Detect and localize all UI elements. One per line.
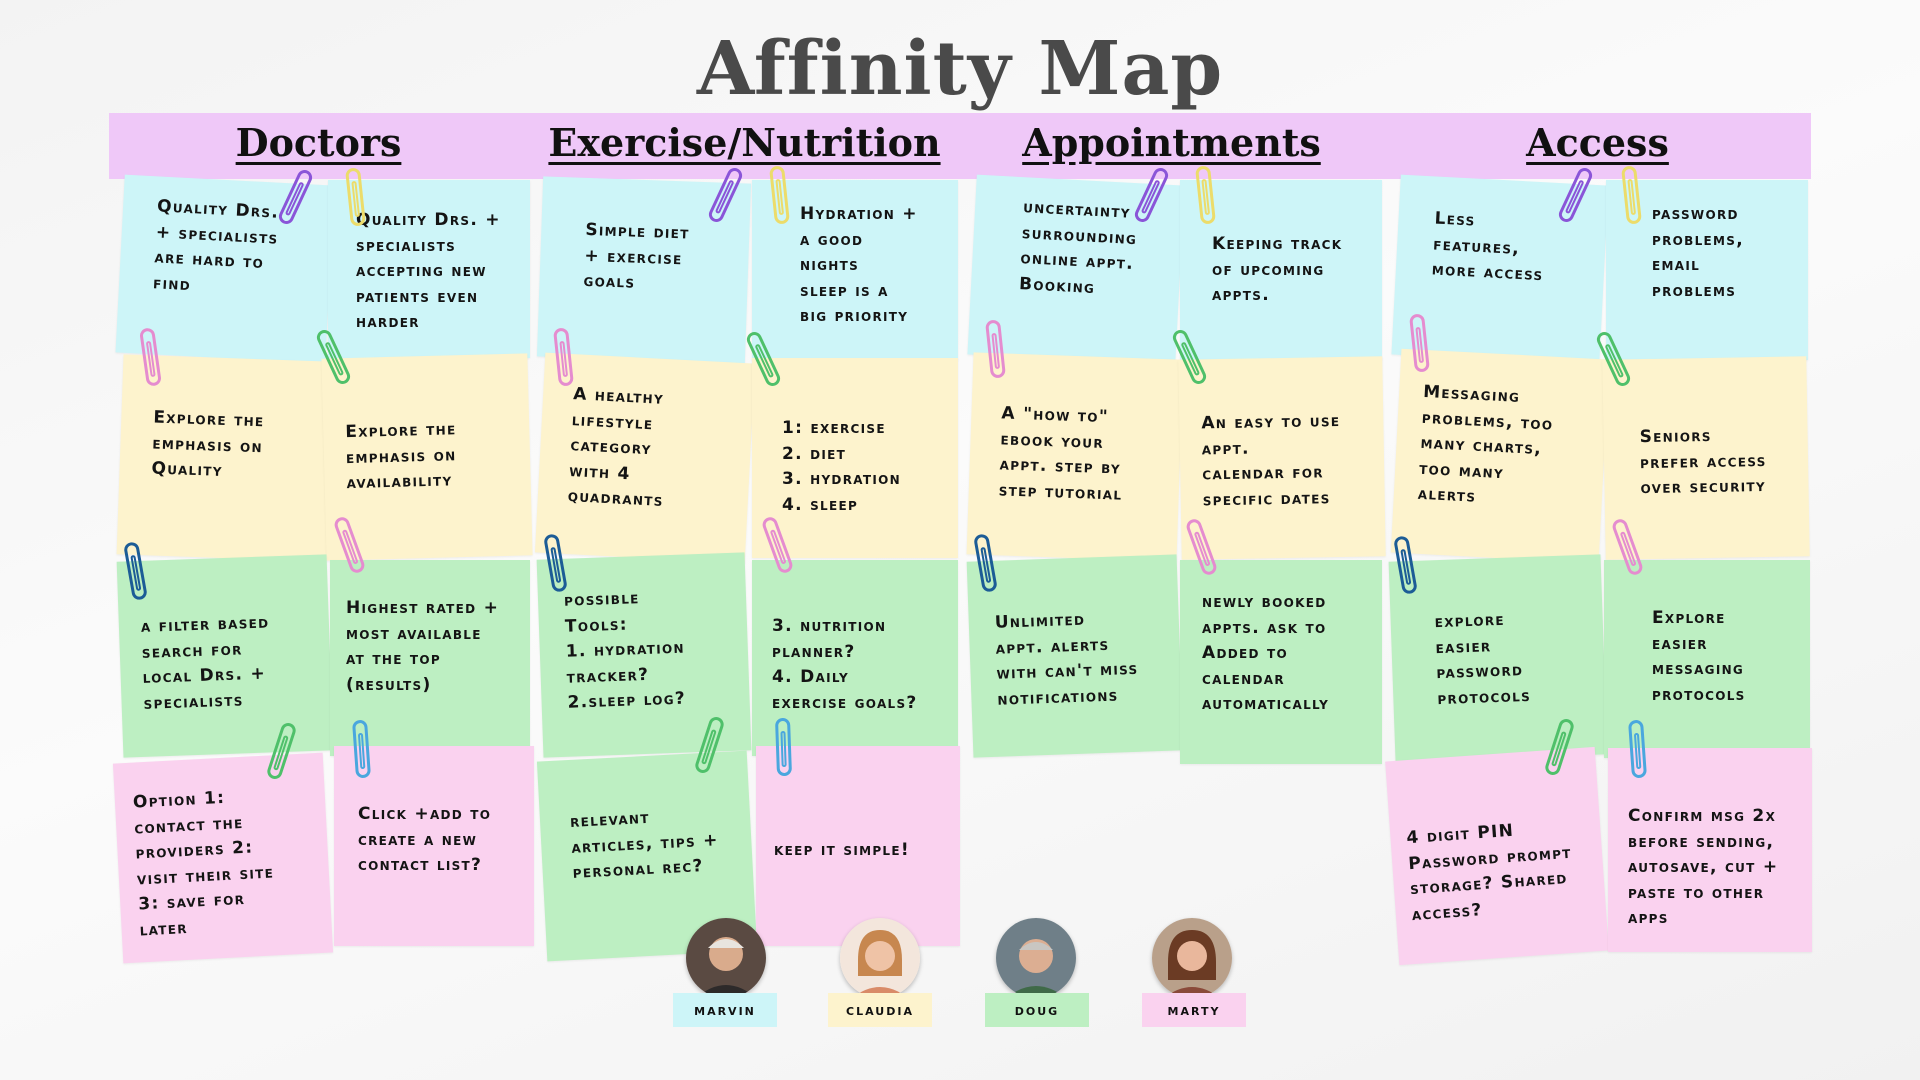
sticky-note: Click +add to create a new contact list?: [334, 746, 534, 946]
sticky-note: Messaging problems, too many charts, too…: [1390, 348, 1610, 564]
sticky-note: keep it simple!: [756, 746, 960, 946]
sticky-note: Explore the emphasis on availability: [321, 353, 533, 561]
sticky-note: 4 digit PIN Password prompt storage? Sha…: [1385, 746, 1609, 966]
column-heading-exercise-nutrition: Exercise/Nutrition: [548, 120, 941, 165]
sticky-note: password problems, email problems: [1606, 180, 1808, 360]
participant-name-marvin: marvin: [673, 993, 777, 1027]
sticky-note: Explore the emphasis on Quality: [116, 354, 334, 562]
sticky-note: explore easier password protocols: [1388, 554, 1608, 762]
sticky-note: Unlimited appt. alerts with can't miss n…: [966, 554, 1184, 758]
avatar-claudia: [840, 918, 920, 998]
header-bar: [109, 113, 1811, 179]
column-heading-doctors: Doctors: [235, 120, 402, 165]
sticky-note: 1: exercise 2. diet 3. hydration 4. slee…: [752, 358, 958, 558]
paperclip-icon: [774, 717, 793, 777]
participant-name-doug: doug: [985, 993, 1089, 1027]
participant-name-marty: marty: [1142, 993, 1246, 1027]
participant-name-claudia: claudia: [828, 993, 932, 1027]
sticky-note: Seniors prefer access over security: [1602, 356, 1810, 560]
sticky-note: A "how to" ebook your appt. step by step…: [966, 352, 1184, 562]
sticky-note: newly booked appts. ask to Added to cale…: [1180, 560, 1382, 764]
sticky-note: Confirm msg 2x before sending, autosave,…: [1608, 748, 1812, 952]
column-heading-appointments: Appointments: [1022, 120, 1321, 165]
avatar-doug: [996, 918, 1076, 998]
page-title: Affinity Map: [696, 26, 1224, 112]
avatar-marvin: [686, 918, 766, 998]
avatar-marty: [1152, 918, 1232, 998]
sticky-note: An easy to use appt. calendar for specif…: [1178, 356, 1386, 560]
column-heading-access: Access: [1526, 120, 1669, 165]
sticky-note: Option 1: contact the providers 2: visit…: [112, 752, 334, 964]
sticky-note: a filter based search for local Drs. + s…: [116, 554, 334, 758]
